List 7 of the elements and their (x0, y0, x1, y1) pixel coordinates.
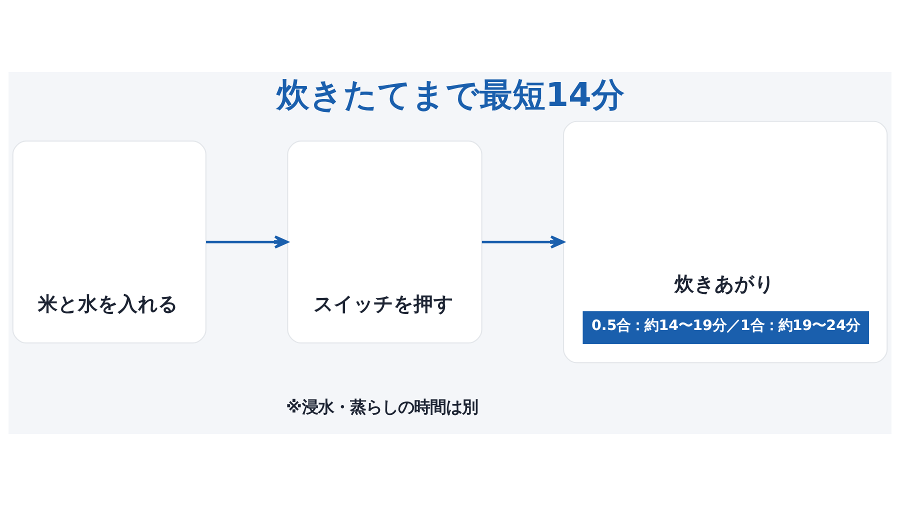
arrow (482, 235, 564, 249)
label: ※浸水・蒸らしの時間は別 (286, 398, 478, 417)
arrow (206, 235, 288, 249)
node-box: 炊きあがり 0.5合：約14〜19分／1合：約19〜24分 (562, 120, 888, 364)
node-box: 米と水を入れる (12, 140, 206, 344)
node-box: スイッチを押す (287, 140, 482, 344)
diagram-title: 炊きたてまで最短14分 (276, 75, 624, 114)
